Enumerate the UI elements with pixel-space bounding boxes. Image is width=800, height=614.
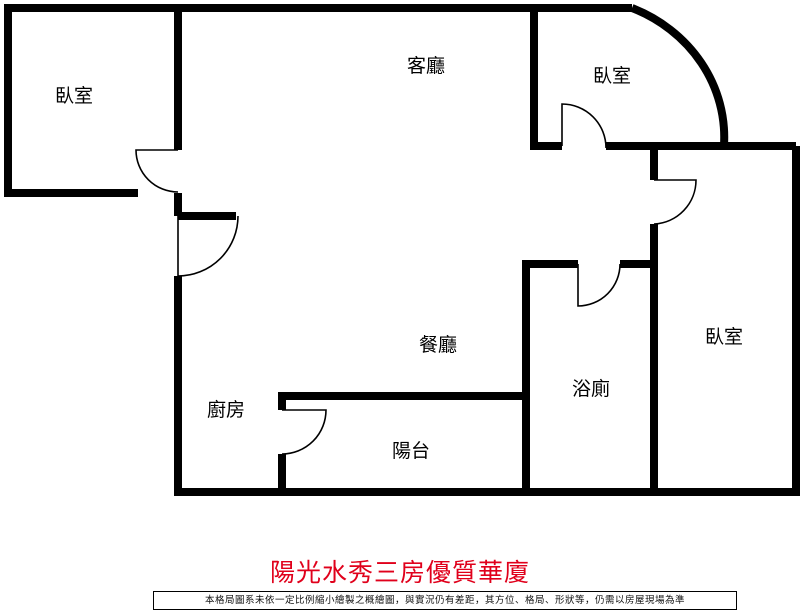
room-label-bedroom-right: 臥室 (705, 326, 743, 348)
door-balcony (281, 409, 327, 455)
door-bathroom (577, 263, 621, 307)
wall-bedroom-right (654, 146, 800, 496)
wall-kitchen-left-lower (174, 276, 282, 496)
wall-balcony-top (278, 392, 526, 410)
room-label-bedroom-top-right: 臥室 (593, 65, 631, 87)
floor-plan: 臥室 客廳 臥室 臥室 餐廳 浴廁 廚房 陽台 (4, 4, 800, 496)
door-bedroom-top-left (135, 149, 179, 193)
walls (4, 4, 800, 496)
wall-curved-bedroom (630, 4, 729, 146)
wall-bedroom-top-right-left (530, 8, 562, 150)
room-label-living-room: 客廳 (407, 55, 445, 77)
room-label-dining-room: 餐廳 (419, 334, 457, 356)
wall-bathroom (522, 260, 578, 492)
room-label-balcony: 陽台 (392, 440, 430, 462)
door-bedroom-top-right (561, 103, 607, 149)
wall-bedroom-top-left (4, 4, 182, 197)
room-label-bedroom-top-left: 臥室 (55, 85, 93, 107)
door-kitchen (177, 215, 239, 277)
doors (135, 103, 697, 455)
door-bedroom-right (653, 179, 697, 225)
plan-title: 陽光水秀三房優質華廈 (269, 558, 530, 587)
room-label-bathroom: 浴廁 (572, 377, 610, 400)
room-label-kitchen: 廚房 (207, 398, 245, 421)
disclaimer-note: 本格局圖系未依一定比例縮小繪製之概繪圖，與實況仍有差距，其方位、格局、形狀等，仍… (153, 591, 737, 610)
